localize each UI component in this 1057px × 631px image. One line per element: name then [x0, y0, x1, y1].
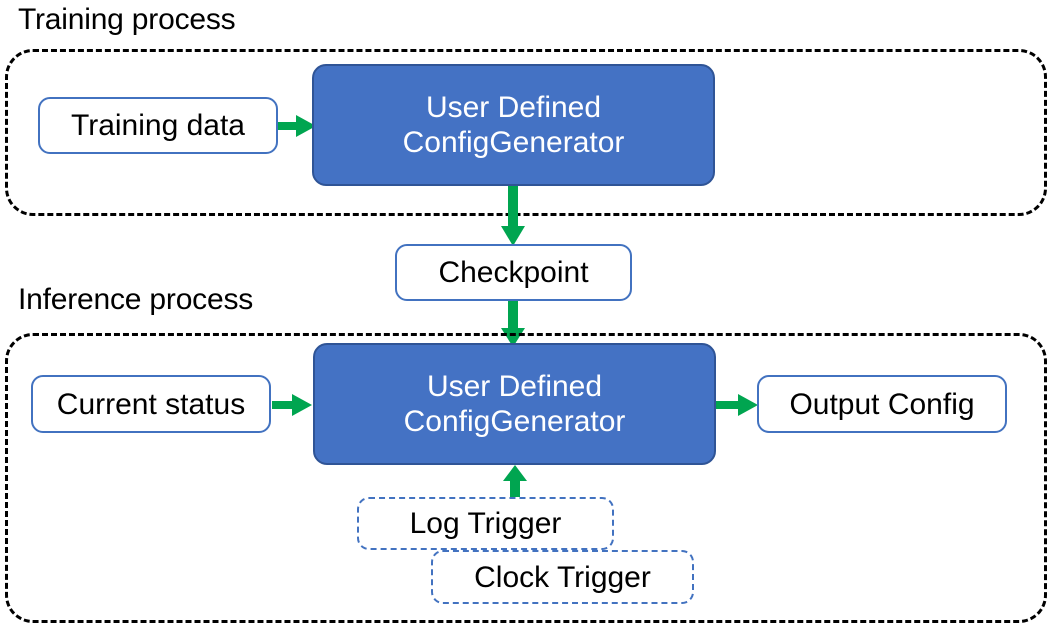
node-checkpoint-label: Checkpoint	[438, 256, 589, 289]
node-output-config[interactable]: Output Config	[757, 375, 1007, 433]
arrow-training-data-to-model	[278, 115, 316, 137]
node-user-defined-configgenerator-training[interactable]: User Defined ConfigGenerator	[312, 64, 715, 186]
node-user-defined-configgenerator-inference[interactable]: User Defined ConfigGenerator	[313, 343, 716, 465]
node-log-trigger[interactable]: Log Trigger	[357, 497, 614, 550]
node-training-data-label: Training data	[71, 109, 245, 142]
arrow-model-to-checkpoint	[501, 186, 525, 246]
node-log-trigger-label: Log Trigger	[409, 507, 562, 540]
arrow-model-to-output-config	[716, 394, 758, 416]
training-process-title: Training process	[18, 3, 236, 36]
node-current-status-label: Current status	[56, 387, 246, 421]
inference-process-group	[5, 333, 1047, 623]
node-clock-trigger[interactable]: Clock Trigger	[431, 550, 694, 604]
arrow-triggers-to-model	[503, 465, 527, 501]
inference-process-title: Inference process	[18, 283, 254, 316]
node-model-inference-label: User Defined ConfigGenerator	[403, 369, 626, 438]
node-output-config-label: Output Config	[789, 387, 975, 421]
arrow-checkpoint-to-inference-model	[501, 301, 525, 347]
training-process-group	[5, 49, 1047, 216]
node-training-data[interactable]: Training data	[38, 97, 278, 154]
node-model-training-label: User Defined ConfigGenerator	[402, 90, 625, 159]
node-clock-trigger-label: Clock Trigger	[474, 560, 651, 594]
node-checkpoint[interactable]: Checkpoint	[395, 244, 632, 301]
node-current-status[interactable]: Current status	[31, 375, 271, 433]
arrow-current-status-to-model	[272, 394, 312, 416]
